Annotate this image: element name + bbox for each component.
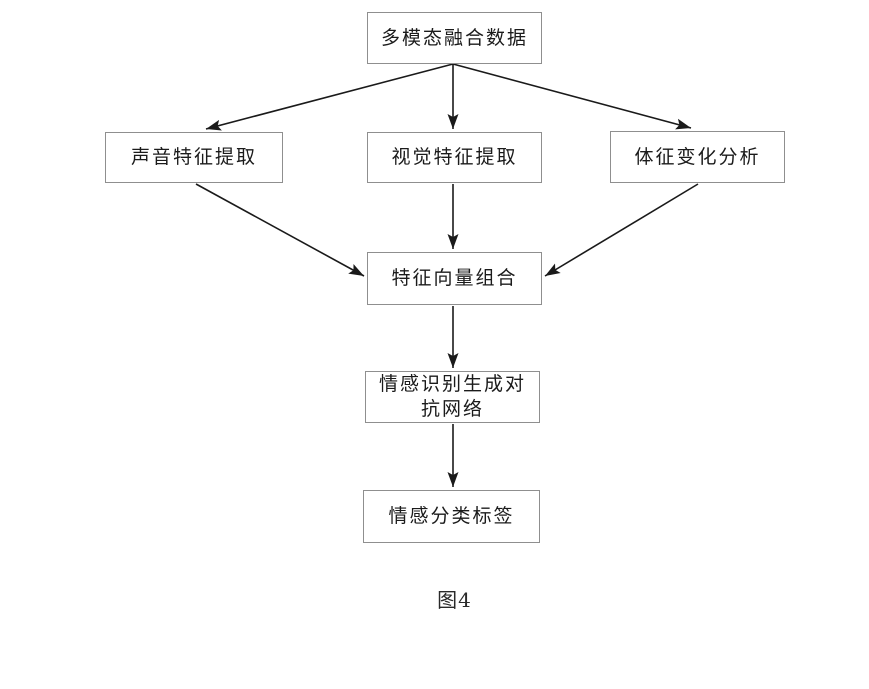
arrow-audio-to-combine bbox=[195, 183, 365, 277]
arrow-physio-to-combine bbox=[544, 183, 699, 277]
arrow-multimodal-to-physio bbox=[452, 63, 692, 130]
node-multimodal-fusion-data: 多模态融合数据 bbox=[367, 12, 542, 64]
node-audio-feature-extraction: 声音特征提取 bbox=[105, 132, 283, 183]
figure-caption: 图4 bbox=[437, 588, 472, 612]
node-physical-sign-analysis: 体征变化分析 bbox=[610, 131, 785, 183]
node-emotion-recognition-gan: 情感识别生成对 抗网络 bbox=[365, 371, 540, 423]
node-feature-vector-combination: 特征向量组合 bbox=[367, 252, 542, 305]
node-visual-feature-extraction: 视觉特征提取 bbox=[367, 132, 542, 183]
node-emotion-classification-label: 情感分类标签 bbox=[363, 490, 540, 543]
arrow-multimodal-to-audio bbox=[205, 63, 454, 131]
